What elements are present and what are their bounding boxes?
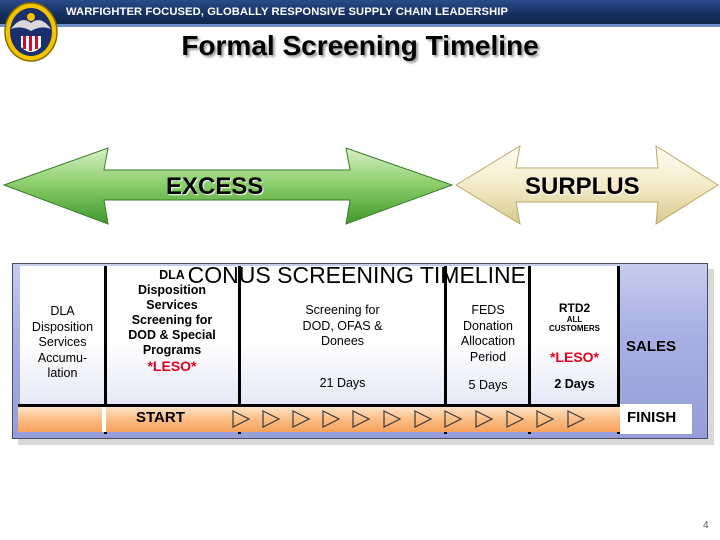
page-title: Formal Screening Timeline	[181, 30, 539, 61]
stage-duration: 5 Days	[468, 378, 508, 392]
play-triangle-icon	[352, 410, 371, 428]
stage-line: Programs	[142, 343, 202, 357]
play-triangle-icon	[383, 410, 402, 428]
bar-gap	[102, 407, 106, 432]
play-triangle-icon	[292, 410, 311, 428]
stage-accumulation-text: DLA Disposition Services Accumu- lation	[20, 304, 105, 382]
stage-duration: 2 Days	[554, 377, 595, 391]
finish-box	[620, 404, 692, 434]
separator	[444, 266, 447, 434]
leso-note: *LESO*	[549, 349, 599, 365]
stage-line: ALL	[566, 315, 583, 324]
separator	[238, 266, 241, 434]
stage-line: DOD & Special	[128, 328, 216, 342]
progress-arrows	[232, 410, 586, 428]
arrow-graphics	[2, 144, 719, 226]
stage-line: Donees	[320, 334, 365, 348]
stage-box-feds	[447, 266, 529, 404]
play-triangle-icon	[262, 410, 281, 428]
stage-line: Screening for	[305, 303, 380, 317]
stage-box-dla-screening	[106, 266, 238, 404]
timeline-bar	[18, 407, 620, 432]
play-triangle-icon	[444, 410, 463, 428]
play-triangle-icon	[322, 410, 341, 428]
stage-line: DLA	[159, 268, 185, 282]
top-banner: WARFIGHTER FOCUSED, GLOBALLY RESPONSIVE …	[0, 0, 720, 27]
stage-line: Screening for	[131, 313, 213, 327]
separator	[104, 266, 107, 434]
stage-line: Disposition	[31, 319, 94, 334]
stage-rtd2-text: RTD2 ALL CUSTOMERS	[531, 301, 618, 334]
timeline-divider	[18, 404, 620, 407]
stage-box-dod-screening	[241, 266, 444, 404]
play-triangle-icon	[567, 410, 586, 428]
stage-title: RTD2	[558, 301, 591, 315]
finish-label: FINISH	[627, 409, 677, 426]
stage-line: Donation	[462, 318, 514, 333]
play-triangle-icon	[475, 410, 494, 428]
stage-feds-text: FEDS Donation Allocation Period	[447, 303, 529, 365]
stage-line: Accumu-	[37, 350, 88, 365]
separator	[528, 266, 531, 434]
stage-duration: 21 Days	[319, 376, 366, 390]
leso-note: *LESO*	[147, 358, 197, 374]
separator	[617, 266, 620, 434]
play-triangle-icon	[536, 410, 555, 428]
stage-dod-screening-text: Screening for DOD, OFAS & Donees	[241, 303, 444, 350]
excess-arrow	[2, 147, 454, 225]
stage-line: DOD, OFAS &	[302, 318, 383, 333]
sales-label: SALES	[626, 338, 677, 355]
stage-dla-screening-text: DLA Disposition Services Screening for D…	[106, 268, 238, 374]
slide-number: 4	[703, 520, 709, 531]
excess-label: EXCESS	[166, 173, 264, 200]
surplus-arrow	[455, 144, 719, 226]
stage-line: Allocation	[460, 334, 516, 348]
stage-line: Services	[146, 298, 198, 312]
play-triangle-icon	[506, 410, 525, 428]
stage-line: DLA	[50, 304, 75, 318]
stage-line: Disposition	[137, 283, 207, 297]
stage-line: Period	[469, 349, 507, 364]
stage-line: FEDS	[471, 303, 505, 317]
stage-line: Services	[38, 335, 87, 349]
stage-line: CUSTOMERS	[549, 324, 600, 333]
stage-line: lation	[47, 366, 78, 380]
dla-seal-icon	[4, 2, 58, 62]
play-triangle-icon	[414, 410, 433, 428]
surplus-label: SURPLUS	[525, 173, 640, 200]
timeline-title: CONUS SCREENING TIMELINE:	[187, 262, 533, 288]
stage-box-rtd2	[531, 266, 618, 404]
stage-box-accumulation	[20, 266, 105, 404]
play-triangle-icon	[232, 410, 251, 428]
banner-text: WARFIGHTER FOCUSED, GLOBALLY RESPONSIVE …	[66, 6, 509, 18]
start-label: START	[136, 409, 185, 426]
